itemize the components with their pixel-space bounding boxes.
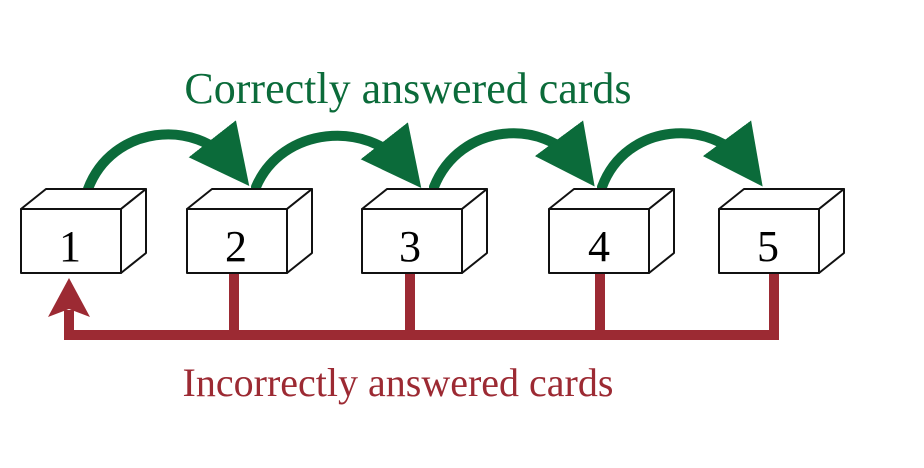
box-5: 5: [718, 188, 845, 274]
box-4: 4: [548, 188, 675, 274]
box-number: 3: [399, 222, 421, 271]
box-number: 4: [588, 222, 610, 271]
box-number: 2: [225, 222, 247, 271]
box-1: 1: [20, 188, 147, 274]
box-number: 5: [757, 222, 779, 271]
incorrect-label: Incorrectly answered cards: [183, 360, 614, 405]
up-arrow-icon: [48, 278, 90, 317]
curved-arrow-icon: [597, 120, 763, 192]
curved-arrow-icon: [429, 120, 595, 192]
box-2: 2: [186, 188, 313, 274]
box-number: 1: [59, 222, 81, 271]
incorrect-return-path: [64, 268, 779, 340]
correct-label: Correctly answered cards: [184, 64, 631, 113]
curved-arrow-icon: [251, 122, 422, 192]
return-bottom-line: [64, 310, 779, 340]
correct-arrows: [83, 120, 763, 194]
curved-arrow-icon: [83, 120, 250, 194]
box-3: 3: [361, 188, 488, 274]
